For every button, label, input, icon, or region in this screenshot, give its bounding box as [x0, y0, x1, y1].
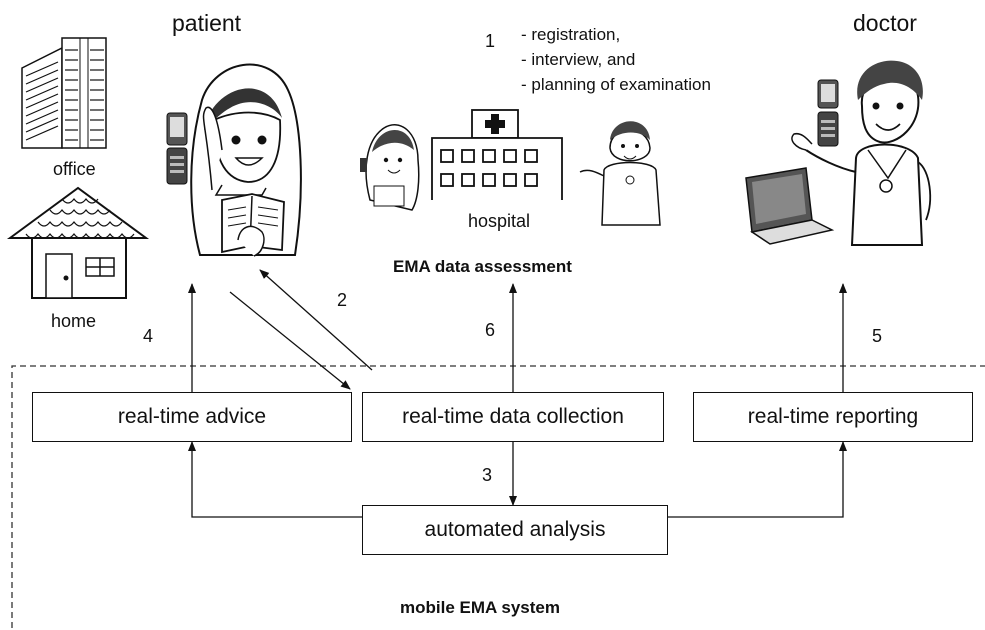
step-1-item: - planning of examination	[521, 75, 711, 94]
step-5-label: 5	[872, 326, 883, 346]
step-1-number: 1	[485, 31, 496, 51]
real-time-advice-box: real-time advice	[32, 392, 352, 442]
mobile-ema-system-label: mobile EMA system	[400, 598, 560, 617]
house-icon	[6, 186, 150, 299]
patient-figure-icon	[190, 63, 302, 257]
arrow-collection-to-patient	[259, 269, 373, 371]
doctor-phone-icon	[817, 79, 839, 147]
mobile-phone-icon	[166, 112, 188, 185]
step-2-label: 2	[337, 290, 348, 310]
arrow-analysis-to-advice	[188, 441, 362, 518]
step-1-item: - registration,	[521, 25, 621, 44]
step-1-item: - interview, and	[521, 50, 636, 69]
step-3-label: 3	[482, 465, 493, 485]
arrow-patient-to-collection	[229, 291, 351, 390]
patient-label: patient	[172, 10, 242, 36]
arrow-analysis-to-reporting	[668, 441, 847, 518]
doctor-figure-icon	[791, 60, 932, 246]
small-patient-icon	[360, 124, 420, 211]
hospital-building-icon	[431, 109, 563, 200]
office-building-icon	[21, 37, 107, 149]
real-time-data-collection-box: real-time data collection	[362, 392, 664, 442]
office-label: office	[53, 159, 96, 179]
system-boundary	[11, 365, 985, 628]
hospital-label: hospital	[468, 211, 531, 231]
step-1-list: - registration, - interview, and - plann…	[521, 22, 711, 97]
home-label: home	[51, 311, 97, 331]
laptop-icon	[745, 167, 835, 245]
step-6-label: 6	[485, 320, 496, 340]
automated-analysis-box: automated analysis	[362, 505, 668, 555]
step-4-label: 4	[143, 326, 154, 346]
ema-data-assessment-label: EMA data assessment	[393, 257, 572, 276]
small-doctor-icon	[579, 121, 661, 226]
doctor-label: doctor	[853, 10, 917, 36]
real-time-reporting-box: real-time reporting	[693, 392, 973, 442]
